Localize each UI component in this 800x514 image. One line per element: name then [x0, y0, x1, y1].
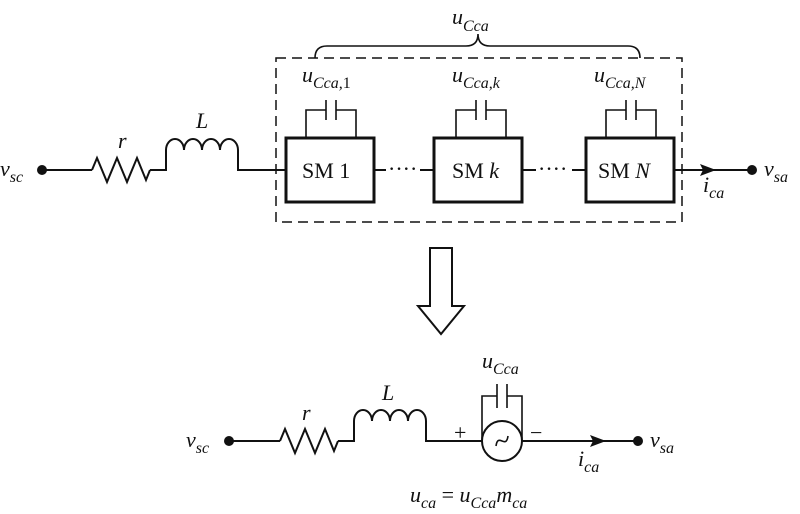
top-wire-2 [150, 150, 167, 171]
source-capacitor [481, 384, 523, 441]
bottom-right-terminal-dot [633, 436, 643, 446]
submodule-n-capacitor [605, 100, 657, 138]
submodule-n [584, 136, 676, 204]
bottom-resistor [279, 426, 339, 456]
submodule-enclosure [275, 57, 683, 223]
bottom-resistor-label: r [302, 400, 311, 425]
submodule-1-capacitor [305, 100, 357, 138]
submodule-k-capacitor [455, 100, 507, 138]
transform-arrow-icon [415, 247, 467, 336]
plus-sign: + [454, 420, 466, 445]
top-inductor-label: L [195, 108, 208, 133]
top-circuit: vsc r L uCca SM 1 uCca,1 ···· [0, 4, 788, 223]
submodule-1-label: SM 1 [302, 158, 350, 183]
top-current-label: ica [703, 172, 724, 202]
sine-wave-icon [495, 435, 509, 447]
bottom-current-label: ica [578, 446, 599, 476]
bottom-current-arrow [590, 435, 606, 447]
bottom-circuit: vsc r L + − uCca vsa ica uca = uCcamca [186, 348, 674, 512]
top-resistor [91, 155, 151, 185]
submodule-1 [284, 136, 376, 204]
top-inductor [165, 138, 239, 151]
top-right-terminal-label: vsa [764, 156, 788, 186]
top-current-arrow [700, 164, 716, 176]
equation: uca = uCcamca [410, 482, 527, 512]
curly-bracket [314, 33, 641, 59]
bottom-left-terminal-label: vsc [186, 427, 209, 457]
bottom-inductor-label: L [381, 380, 394, 405]
bottom-inductor [353, 409, 427, 422]
top-left-terminal-label: vsc [0, 156, 23, 186]
bottom-right-terminal-label: vsa [650, 427, 674, 457]
bottom-wire-3 [425, 421, 482, 442]
bottom-wire-2 [338, 421, 355, 442]
ellipsis-1: ···· [388, 156, 417, 181]
minus-sign: − [530, 420, 542, 445]
source-cap-label: uCca [482, 348, 519, 378]
submodule-k-cap-label: uCca,k [452, 62, 501, 92]
submodule-k-label: SM k [452, 158, 500, 183]
submodule-n-label: SM N [598, 158, 651, 183]
top-resistor-label: r [118, 128, 127, 153]
submodule-1-cap-label: uCca,1 [302, 62, 351, 92]
top-wire-3 [237, 150, 286, 171]
ellipsis-2: ···· [538, 156, 567, 181]
submodule-n-cap-label: uCca,N [594, 62, 647, 92]
right-terminal-dot [747, 165, 757, 175]
bracket-label: uCca [452, 4, 489, 35]
